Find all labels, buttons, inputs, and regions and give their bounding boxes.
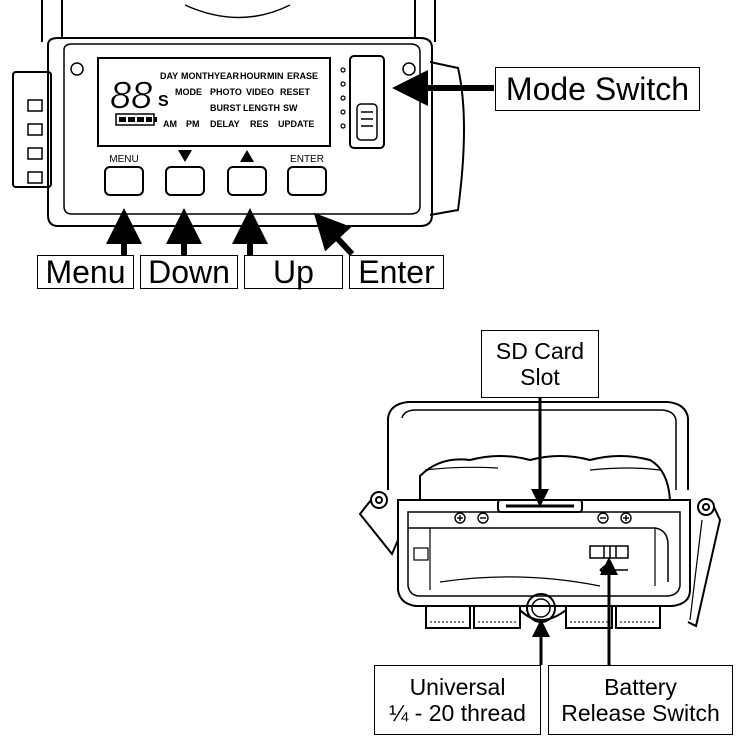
lcd-label-min: MIN [267,71,284,81]
lcd-label-hour: HOUR [240,71,267,81]
down-label: Down [140,254,238,290]
lcd-label-day: DAY [160,71,178,81]
lcd-label-erase: ERASE [287,71,318,81]
lcd-label-month: MONTH [181,71,214,81]
enter-label: Enter [349,254,444,290]
sd-card-slot-label: SD Card Slot [481,330,599,398]
lcd-label-am: AM [163,119,177,129]
lcd-label-mode: MODE [175,87,202,97]
battery-label-line1: Battery [604,673,677,700]
lcd-label-year: YEAR [214,71,240,81]
sd-card-label-line2: Slot [520,364,560,390]
enter-button [287,166,327,196]
lcd-seconds-unit: S [158,93,169,110]
universal-thread-label: Universal ¼ - 20 thread [374,665,541,735]
battery-indicator-icon [115,113,157,126]
callout-arrows-bottom [531,398,618,665]
battery-release-switch-label: Battery Release Switch [548,665,733,735]
camera-control-panel [12,0,465,227]
lcd-label-delay: DELAY [210,119,240,129]
lcd-label-burst: BURST [210,103,242,113]
lcd-label-sw: SW [283,103,298,113]
menu-label: Menu [37,254,134,290]
callout-arrows-top [106,70,494,257]
up-label: Up [244,254,343,290]
battery-polarity-icons [454,512,632,524]
menu-button-caption: MENU [109,154,138,165]
lcd-digits: 88 [110,75,152,117]
battery-label-line2: Release Switch [561,700,720,726]
lcd-label-res: RES [250,119,269,129]
enter-button-caption: ENTER [290,154,324,165]
lcd-label-video: VIDEO [246,87,274,97]
universal-label-line2: ¼ - 20 thread [389,700,526,726]
up-button [227,166,267,196]
down-button [165,166,205,196]
lcd-label-update: UPDATE [278,119,314,129]
sd-card-label-line1: SD Card [495,337,585,364]
enter-arrow [313,212,355,257]
universal-label-line1: Universal [409,673,506,700]
down-triangle-icon [178,150,192,162]
lcd-label-photo: PHOTO [210,87,242,97]
lcd-label-pm: PM [186,119,200,129]
lcd-label-reset: RESET [280,87,311,97]
camera-interior [358,401,722,629]
mode-switch-label: Mode Switch [495,67,700,111]
menu-button [104,166,144,196]
lcd-screen: 88 S DAY MONTH YEAR HOUR MIN ERASE MODE … [110,71,318,129]
up-triangle-icon [240,150,254,162]
lcd-label-length: LENGTH [243,103,280,113]
